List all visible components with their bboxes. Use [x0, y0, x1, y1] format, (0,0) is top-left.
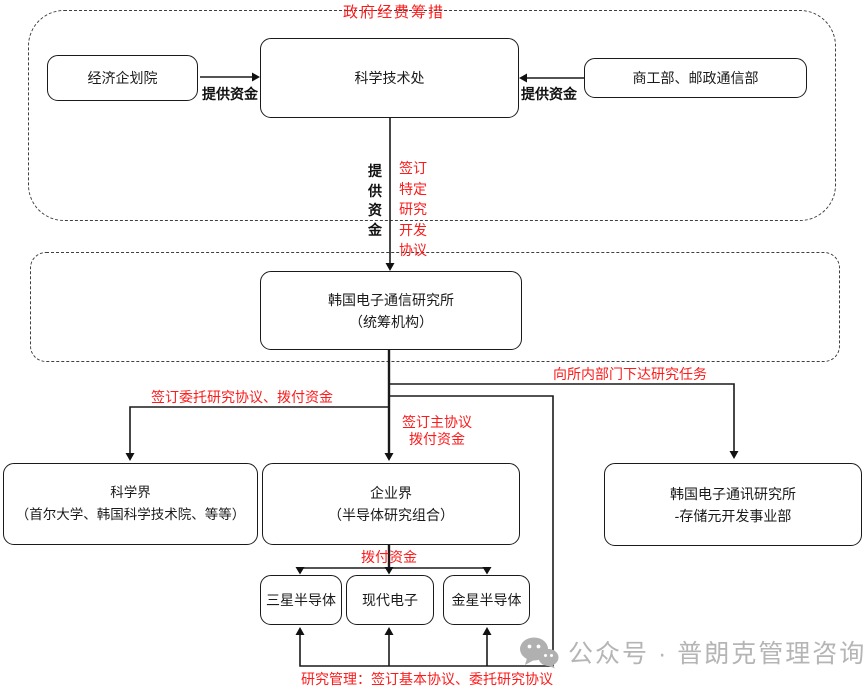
node-label-line2: （统筹机构）	[349, 313, 433, 330]
edge-label-specific-rd-agreement: 签订 特定 研究 开发 协议	[399, 160, 427, 258]
edge-etri-to-science	[129, 406, 389, 453]
node-etri-coordinator: 韩国电子通信研究所 （统筹机构）	[260, 271, 522, 350]
edge-label-provide-funds-left: 提供资金	[202, 86, 258, 102]
node-label-line1: 科学界	[110, 485, 151, 500]
node-label-line1: 韩国电子通信研究所	[328, 291, 454, 308]
watermark-text: 公众号 · 普朗克管理咨询	[568, 640, 865, 668]
group-title-government-funding: 政府经费筹措	[343, 4, 446, 21]
node-commerce-posts-ministries: 商工部、邮政通信部	[584, 58, 807, 98]
node-label: 现代电子	[362, 592, 418, 608]
node-label-line2: （半导体研究组合）	[328, 507, 454, 523]
node-label-line1: 韩国电子通讯研究所	[670, 485, 796, 502]
edge-label-allocate-funds: 拨付资金	[361, 549, 417, 565]
node-etri-memory-division: 韩国电子通讯研究所 -存储元开发事业部	[604, 463, 862, 546]
arrowheads	[125, 72, 739, 635]
edge-label-assign-internal-tasks: 向所内部门下达研究任务	[553, 366, 707, 382]
edge-label-delegate-research: 签订委托研究协议、拨付资金	[151, 389, 333, 405]
node-industry-community: 企业界 （半导体研究组合）	[262, 463, 520, 545]
node-label: 金星半导体	[451, 592, 522, 608]
node-samsung-semiconductor: 三星半导体	[260, 575, 342, 625]
edge-label-research-management: 研究管理：签订基本协议、委托研究协议	[301, 671, 553, 687]
watermark: 公众号 · 普朗克管理咨询	[519, 634, 865, 670]
node-label: 三星半导体	[266, 592, 336, 608]
node-label: 商工部、邮政通信部	[632, 70, 759, 86]
node-label: 经济企划院	[87, 70, 158, 86]
node-science-community: 科学界 （首尔大学、韩国科学技术院、等等）	[3, 463, 258, 545]
node-hyundai-electronics: 现代电子	[346, 575, 434, 625]
node-goldstar-semiconductor: 金星半导体	[443, 575, 530, 625]
edge-etri-to-memory	[389, 383, 735, 451]
node-label-line2: -存储元开发事业部	[674, 507, 792, 524]
node-label-line1: 企业界	[370, 485, 412, 501]
group-coordinating-agency	[30, 252, 840, 362]
node-economic-planning-board: 经济企划院	[47, 55, 198, 101]
wechat-icon	[520, 637, 559, 668]
node-label: 科学技术处	[354, 70, 425, 86]
node-science-technology-office: 科学技术处	[260, 38, 519, 118]
edge-label-provide-funds-vertical: 提 供 资 金	[368, 163, 382, 238]
edge-label-provide-funds-right: 提供资金	[521, 86, 577, 102]
edge-label-main-agreement: 签订主协议 拨付资金	[402, 414, 472, 447]
group-government-funding	[28, 10, 836, 221]
node-label-line2: （首尔大学、韩国科学技术院、等等）	[15, 507, 246, 522]
